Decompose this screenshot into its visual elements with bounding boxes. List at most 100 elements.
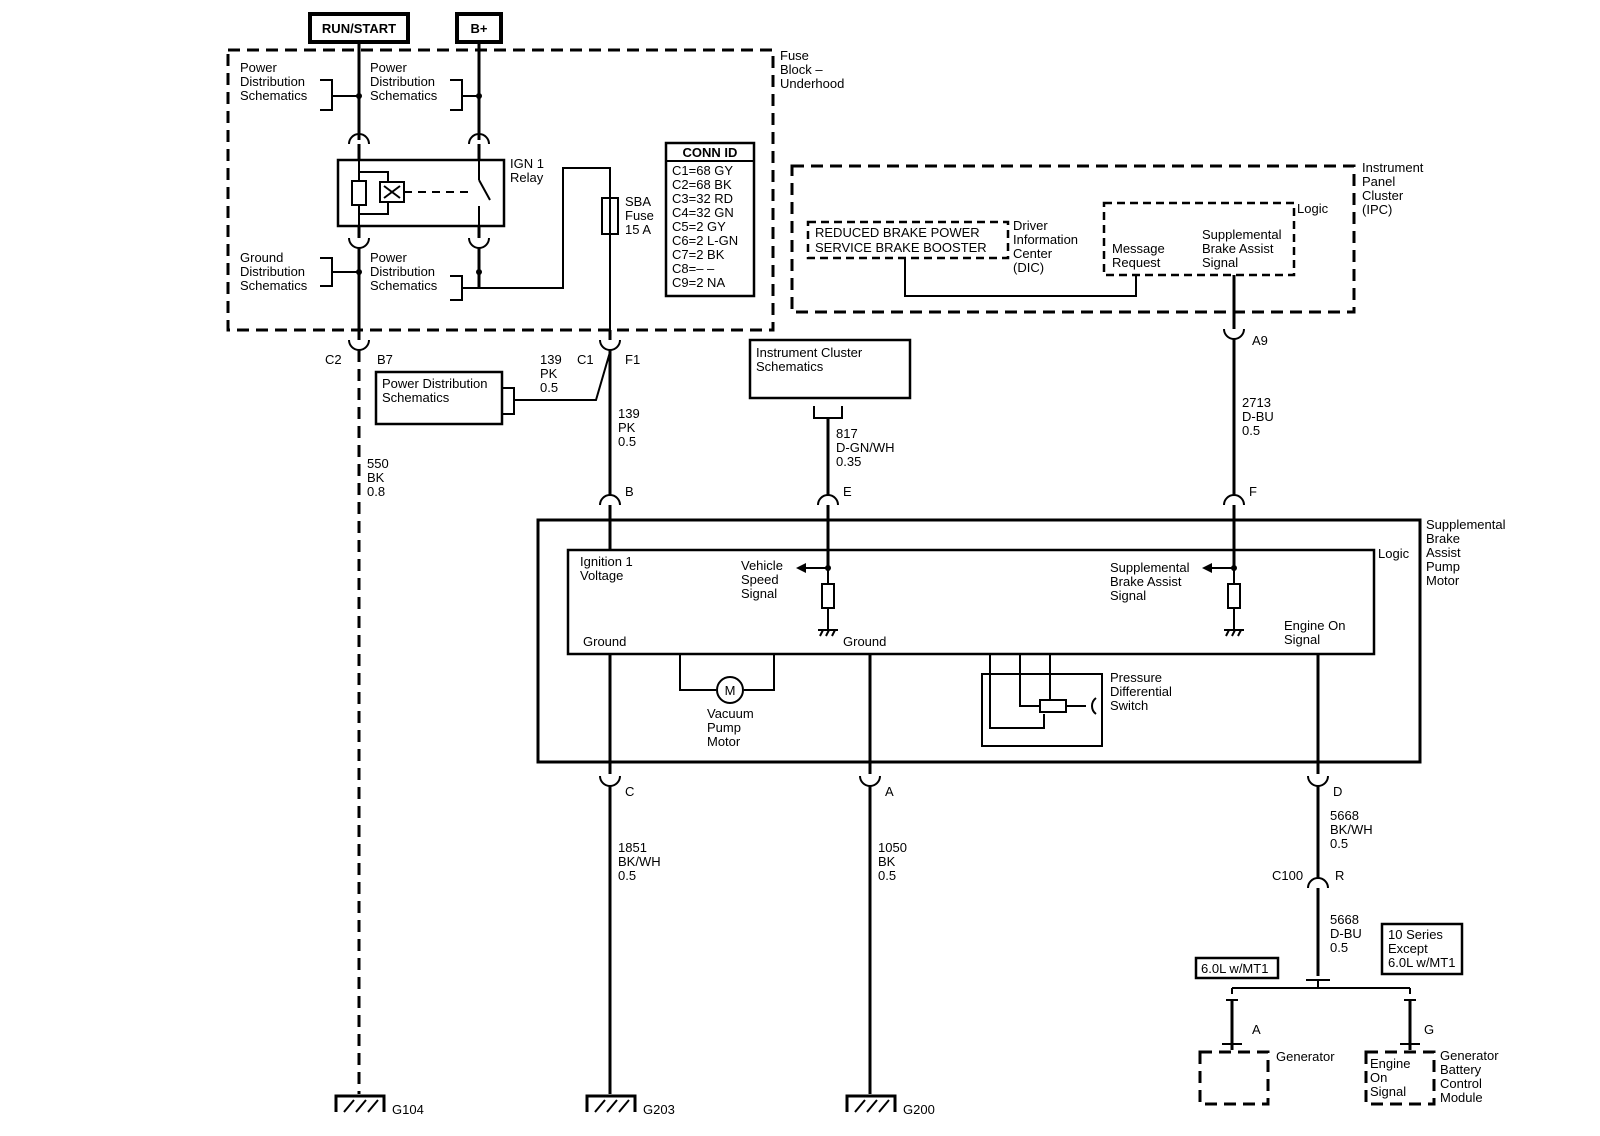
svg-text:SBA: SBA (625, 194, 651, 209)
svg-text:BK/WH: BK/WH (618, 854, 661, 869)
svg-text:Generator: Generator (1440, 1048, 1499, 1063)
svg-text:Signal: Signal (1110, 588, 1146, 603)
g200-label: G200 (903, 1102, 935, 1117)
svg-text:Brake: Brake (1426, 531, 1460, 546)
conn-id-title: CONN ID (683, 145, 738, 160)
svg-text:C9=2 NA: C9=2 NA (672, 275, 725, 290)
sba-fuse-label: SBA Fuse 15 A (625, 194, 654, 237)
svg-text:5668: 5668 (1330, 808, 1359, 823)
svg-text:Ignition 1: Ignition 1 (580, 554, 633, 569)
svg-text:Signal: Signal (741, 586, 777, 601)
svg-text:Switch: Switch (1110, 698, 1148, 713)
wire-139-splice-label: 139 PK 0.5 (540, 352, 562, 395)
connector-c2-b7 (348, 339, 370, 351)
r-label: R (1335, 868, 1344, 883)
svg-text:Engine On: Engine On (1284, 618, 1345, 633)
svg-text:Supplemental: Supplemental (1426, 517, 1506, 532)
relay-terminal-top-left (348, 133, 370, 145)
svg-text:Supplemental: Supplemental (1110, 560, 1190, 575)
svg-text:Relay: Relay (510, 170, 544, 185)
f-label: F (1249, 484, 1257, 499)
svg-text:10 Series: 10 Series (1388, 927, 1443, 942)
ipc-sba-signal-label: Supplemental Brake Assist Signal (1202, 227, 1282, 270)
ipc-logic-box (1102, 201, 1296, 277)
svg-text:On: On (1370, 1070, 1387, 1085)
svg-text:1050: 1050 (878, 840, 907, 855)
a9-label: A9 (1252, 333, 1268, 348)
svg-text:Speed: Speed (741, 572, 779, 587)
svg-text:Vehicle: Vehicle (741, 558, 783, 573)
option-box-right: 10 Series Except 6.0L w/MT1 (1380, 922, 1464, 976)
option-box-left: 6.0L w/MT1 (1194, 956, 1280, 980)
run-start-label: RUN/START (322, 21, 396, 36)
wire-139-label: 139 PK 0.5 (618, 406, 640, 449)
svg-text:Schematics: Schematics (240, 88, 308, 103)
ground-g203: G203 (585, 1094, 675, 1117)
svg-text:Underhood: Underhood (780, 76, 844, 91)
dic-message-box: REDUCED BRAKE POWER SERVICE BRAKE BOOSTE… (806, 220, 1010, 260)
svg-text:139: 139 (618, 406, 640, 421)
relay-to-fuse-wire (479, 167, 611, 289)
instrument-panel-cluster (790, 164, 1356, 314)
ground-distribution-ref: Ground Distribution Schematics (240, 250, 359, 293)
pressure-differential-switch (981, 654, 1103, 747)
connector-a9 (1223, 328, 1245, 340)
svg-text:(IPC): (IPC) (1362, 202, 1392, 217)
wire-550-label: 550 BK 0.8 (367, 456, 389, 499)
svg-text:Schematics: Schematics (370, 88, 438, 103)
svg-text:Voltage: Voltage (580, 568, 623, 583)
ignition1-voltage-label: Ignition 1 Voltage (580, 554, 633, 583)
option-split-bus (1232, 980, 1410, 989)
svg-text:Power: Power (370, 250, 408, 265)
module-sba-signal-label: Supplemental Brake Assist Signal (1110, 560, 1190, 603)
sba-logic-label: Logic (1378, 546, 1410, 561)
svg-text:C3=32 RD: C3=32 RD (672, 191, 733, 206)
svg-text:Distribution: Distribution (370, 74, 435, 89)
svg-text:Schematics: Schematics (240, 278, 308, 293)
b-plus-supply: B+ (455, 12, 503, 44)
wire-139-splice (502, 351, 611, 415)
svg-text:6.0L w/MT1: 6.0L w/MT1 (1201, 961, 1268, 976)
svg-text:550: 550 (367, 456, 389, 471)
svg-text:Supplemental: Supplemental (1202, 227, 1282, 242)
wire-1050-label: 1050 BK 0.5 (878, 840, 907, 883)
connector-b (599, 494, 621, 506)
svg-text:Center: Center (1013, 246, 1053, 261)
connector-a (859, 775, 881, 787)
dic-request-wire (904, 258, 1137, 297)
dic-label: Driver Information Center (DIC) (1013, 218, 1078, 275)
svg-text:BK/WH: BK/WH (1330, 822, 1373, 837)
svg-text:Cluster: Cluster (1362, 188, 1404, 203)
ipc-title: Instrument Panel Cluster (IPC) (1362, 160, 1424, 217)
svg-text:BK: BK (367, 470, 385, 485)
svg-text:Power Distribution: Power Distribution (382, 376, 488, 391)
wire-5668-upper-label: 5668 BK/WH 0.5 (1330, 808, 1373, 851)
b7-label: B7 (377, 352, 393, 367)
svg-text:(DIC): (DIC) (1013, 260, 1044, 275)
svg-text:Fuse: Fuse (625, 208, 654, 223)
svg-text:817: 817 (836, 426, 858, 441)
ipc-logic-label: Logic (1297, 201, 1329, 216)
svg-text:Pump: Pump (707, 720, 741, 735)
fuse-block-underhood (226, 48, 775, 332)
svg-text:15 A: 15 A (625, 222, 651, 237)
vacuum-pump-motor: M (679, 654, 775, 704)
svg-text:Pressure: Pressure (1110, 670, 1162, 685)
engine-on-signal-label: Engine On Signal (1284, 618, 1345, 647)
bcm-box (1364, 1050, 1436, 1106)
connector-e (817, 494, 839, 506)
c100-label: C100 (1272, 868, 1303, 883)
svg-text:Signal: Signal (1284, 632, 1320, 647)
svg-text:Information: Information (1013, 232, 1078, 247)
svg-text:Request: Request (1112, 255, 1161, 270)
c1-label: C1 (577, 352, 594, 367)
ground-label-mid: Ground (843, 634, 886, 649)
svg-text:Instrument: Instrument (1362, 160, 1424, 175)
e-label: E (843, 484, 852, 499)
svg-text:D-BU: D-BU (1330, 926, 1362, 941)
ground-g104: G104 (334, 1094, 424, 1117)
svg-text:Engine: Engine (1370, 1056, 1410, 1071)
svg-text:Brake Assist: Brake Assist (1110, 574, 1182, 589)
svg-text:SERVICE BRAKE BOOSTER: SERVICE BRAKE BOOSTER (815, 240, 987, 255)
